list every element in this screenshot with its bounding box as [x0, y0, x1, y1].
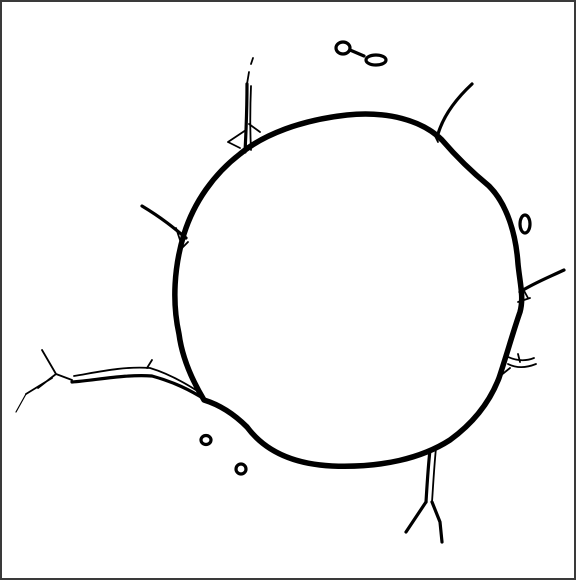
branch-lower-left-tip [16, 394, 26, 412]
speck-right-oval [520, 215, 530, 233]
branch-right [520, 270, 564, 292]
speck-top-link [350, 50, 364, 56]
branch-upper-left-tip [247, 58, 253, 84]
branch-left [142, 206, 186, 238]
ink-strokes [16, 42, 564, 542]
branch-upper-right [438, 84, 472, 134]
branch-lower-left-fork [26, 350, 152, 394]
branch-bottom-fork [406, 502, 442, 542]
speck-top-loop-left [336, 42, 350, 54]
speck-lower-left-b [236, 464, 246, 474]
branch-upper-left-detail [250, 86, 251, 150]
branch-bottom [426, 450, 430, 502]
speck-top-loop-right [366, 55, 386, 65]
branch-upper-left [245, 84, 247, 152]
circular-outline [175, 114, 522, 466]
branch-bottom-detail [432, 448, 436, 502]
branch-lower-left [72, 376, 206, 400]
speck-lower-left-a [201, 436, 211, 445]
